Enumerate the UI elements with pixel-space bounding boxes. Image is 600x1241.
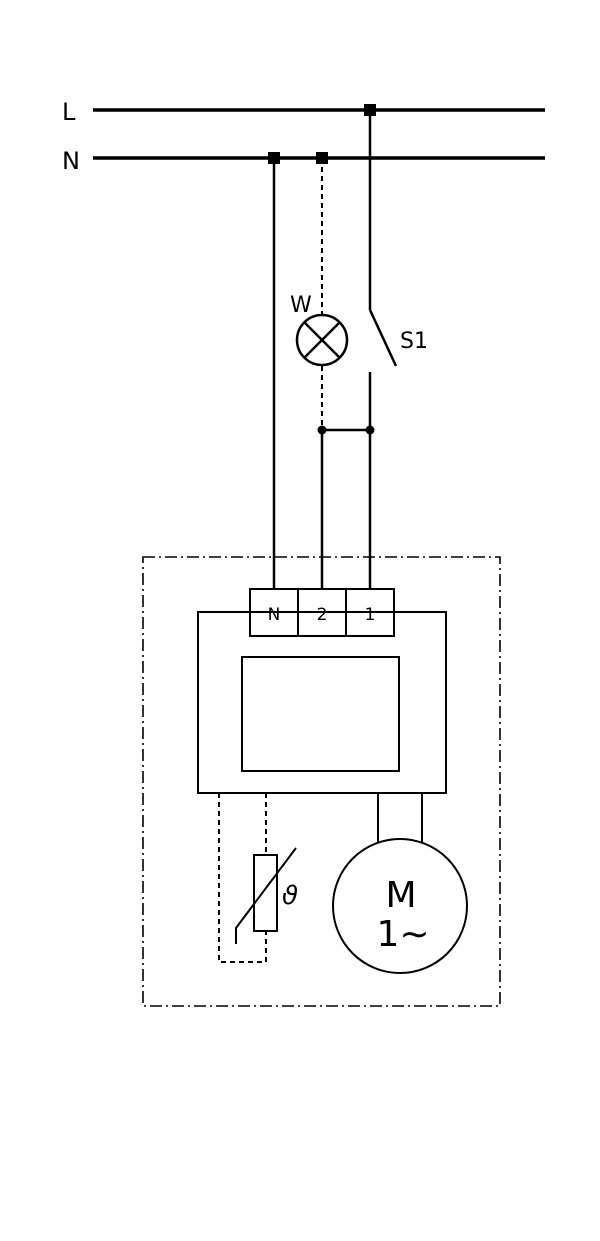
thermistor-wiring: [218, 793, 267, 963]
node-right: [365, 425, 375, 435]
terminal-1-label: 1: [365, 605, 376, 625]
terminal-n-label: N: [268, 605, 281, 625]
switch-icon: [368, 309, 398, 367]
motor-icon: [332, 838, 468, 974]
control-unit: [197, 611, 447, 794]
motor-phase-label: 1∼: [376, 914, 429, 955]
label-l: L: [62, 98, 76, 126]
lamp-icon: [295, 313, 349, 367]
label-n: N: [62, 147, 80, 175]
thermistor-icon: [235, 847, 297, 944]
terminal-2-label: 2: [317, 605, 328, 625]
motor-label: M: [385, 875, 416, 916]
label-lamp: W: [290, 293, 312, 318]
thermistor-symbol: ϑ: [282, 881, 298, 911]
terminal-block-1: [345, 588, 395, 637]
control-display: [241, 656, 400, 772]
device-enclosure: [142, 556, 501, 1007]
label-switch: S1: [400, 329, 428, 354]
